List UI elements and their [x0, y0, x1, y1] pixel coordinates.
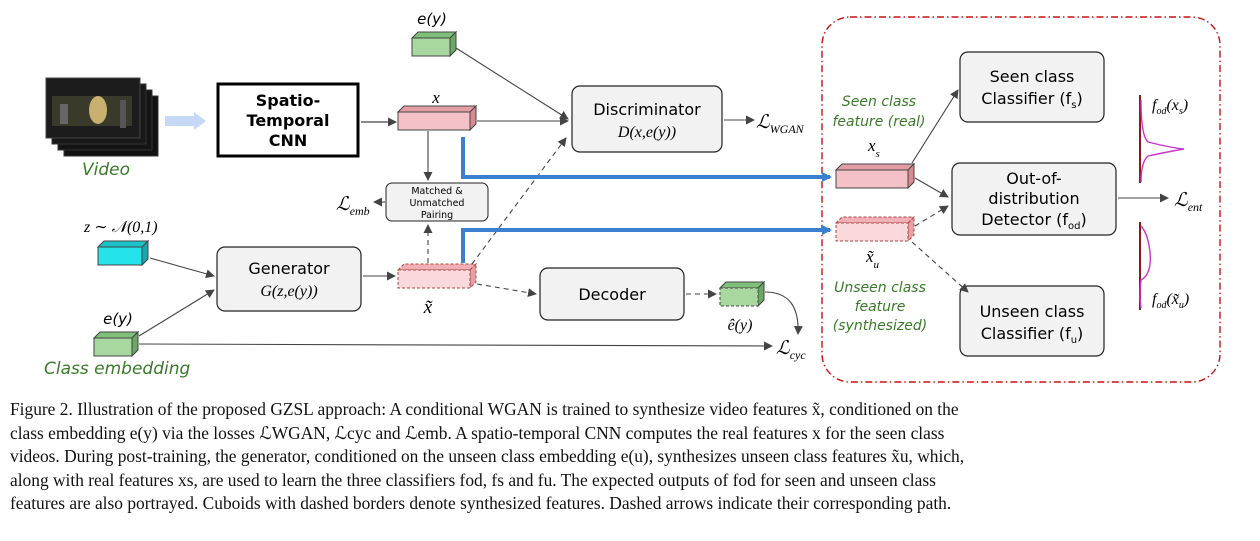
matched-label-line3: Pairing	[421, 210, 453, 221]
cnn-label-line3: CNN	[269, 131, 308, 150]
matched-pairing-box	[385, 182, 489, 222]
e-y-top-cuboid	[410, 30, 458, 58]
x-tilde-label: x̃	[423, 297, 433, 318]
seen-classifier-line1: Seen class	[990, 67, 1075, 86]
caption-line-5: features are also portrayed. Cuboids wit…	[10, 493, 952, 514]
xs-to-seen-classifier-arrow	[911, 89, 959, 164]
e-hat-label: ê(y)	[728, 317, 753, 334]
discriminator-title: Discriminator	[593, 100, 701, 119]
seen-classifier-line2: Classifier (fs)	[981, 89, 1082, 111]
discriminator-box	[571, 85, 723, 153]
ood-detector-line3: Detector (fod)	[981, 210, 1086, 232]
cnn-label-line2: Temporal	[247, 111, 330, 130]
unseen-distribution-curve	[1139, 225, 1151, 309]
x-label: x	[431, 88, 440, 107]
xu-to-unseen-classifier-arrow	[911, 241, 969, 293]
class-embedding-label: Class embedding	[44, 359, 190, 379]
caption-line-2: class embedding e(y) via the losses ℒWGA…	[10, 422, 945, 443]
e-y-bottom-label: e(y)	[103, 310, 133, 328]
caption-line-3: videos. During post-training, the genera…	[10, 446, 965, 467]
xtilde-to-xu-blue-arrow	[461, 225, 832, 263]
ood-detector-line2: distribution	[988, 189, 1079, 208]
l-cyc: ℒcyc	[776, 338, 806, 362]
l-wgan: ℒWGAN	[756, 112, 805, 136]
z-label: z ∼ 𝒩(0,1)	[83, 219, 158, 236]
video-label: Video	[82, 160, 130, 180]
e-y-top-label: e(y)	[417, 10, 447, 28]
e-hat-cuboid	[718, 280, 766, 308]
seen-distribution-curve	[1140, 99, 1185, 183]
ey-to-generator-arrow	[138, 289, 215, 337]
fod-xu-label: fod(x̃u)	[1152, 291, 1189, 311]
noise-z-cuboid	[96, 239, 150, 267]
unseen-feature-label-line2: feature	[855, 299, 906, 315]
figure-caption: Figure 2. Illustration of the proposed G…	[10, 398, 1252, 516]
e-y-bottom-cuboid	[92, 330, 140, 358]
l-ent: ℒent	[1174, 190, 1203, 214]
xs-label: xs	[867, 136, 880, 160]
generator-title: Generator	[248, 259, 330, 278]
xs-real-feature-cuboid	[834, 162, 916, 190]
unseen-classifier-line2: Classifier (fu)	[981, 324, 1084, 346]
xu-to-ood-arrow	[914, 205, 949, 227]
x-real-feature-cuboid	[396, 104, 478, 132]
video-frames-icon	[45, 77, 159, 157]
fod-xs-label: fod(xs)	[1152, 97, 1188, 117]
xu-synth-feature-cuboid	[834, 215, 916, 243]
x-to-xs-blue-arrow	[461, 137, 832, 182]
seen-classifier-box	[959, 51, 1105, 123]
post-training-frame	[821, 16, 1221, 383]
ey-to-lcyc-arrow	[138, 341, 773, 351]
ood-detector-box	[951, 162, 1117, 236]
caption-line-4: along with real features xs, are used to…	[10, 469, 936, 490]
xtilde-to-decoder-arrow	[476, 283, 537, 298]
x-tilde-synth-feature-cuboid	[396, 262, 478, 290]
gzsl-diagram: Video Spatio- Temporal CNN e(y) x Discri…	[44, 10, 1221, 383]
xs-to-ood-arrow	[914, 177, 949, 198]
unseen-classifier-box	[959, 285, 1105, 357]
ey-to-discriminator-arrow	[455, 47, 569, 120]
l-emb: ℒemb	[336, 194, 370, 218]
seen-feature-label-line1: Seen class	[842, 94, 916, 110]
matched-label-line2: Unmatched	[410, 198, 465, 209]
generator-function: G(z,e(y))	[260, 283, 317, 300]
caption-line-1: Figure 2. Illustration of the proposed G…	[10, 399, 959, 419]
cnn-label-line1: Spatio-	[256, 91, 321, 110]
ehat-to-lcyc-arrow	[764, 291, 803, 335]
ood-detector-line1: Out-of-	[1006, 169, 1061, 188]
unseen-classifier-line1: Unseen class	[980, 302, 1085, 321]
decoder-box	[539, 267, 685, 321]
discriminator-function: D(x,e(y))	[617, 124, 676, 141]
unseen-feature-label-line1: Unseen class	[834, 280, 926, 296]
seen-feature-label-line2: feature (real)	[832, 114, 925, 130]
unseen-feature-label-line3: (synthesized)	[833, 318, 927, 334]
decoder-title: Decoder	[578, 285, 646, 304]
generator-box	[216, 246, 362, 312]
z-to-generator-arrow	[149, 257, 215, 279]
matched-label-line1: Matched &	[411, 186, 463, 197]
xu-label: x̃u	[865, 247, 880, 271]
cnn-box	[216, 82, 360, 158]
